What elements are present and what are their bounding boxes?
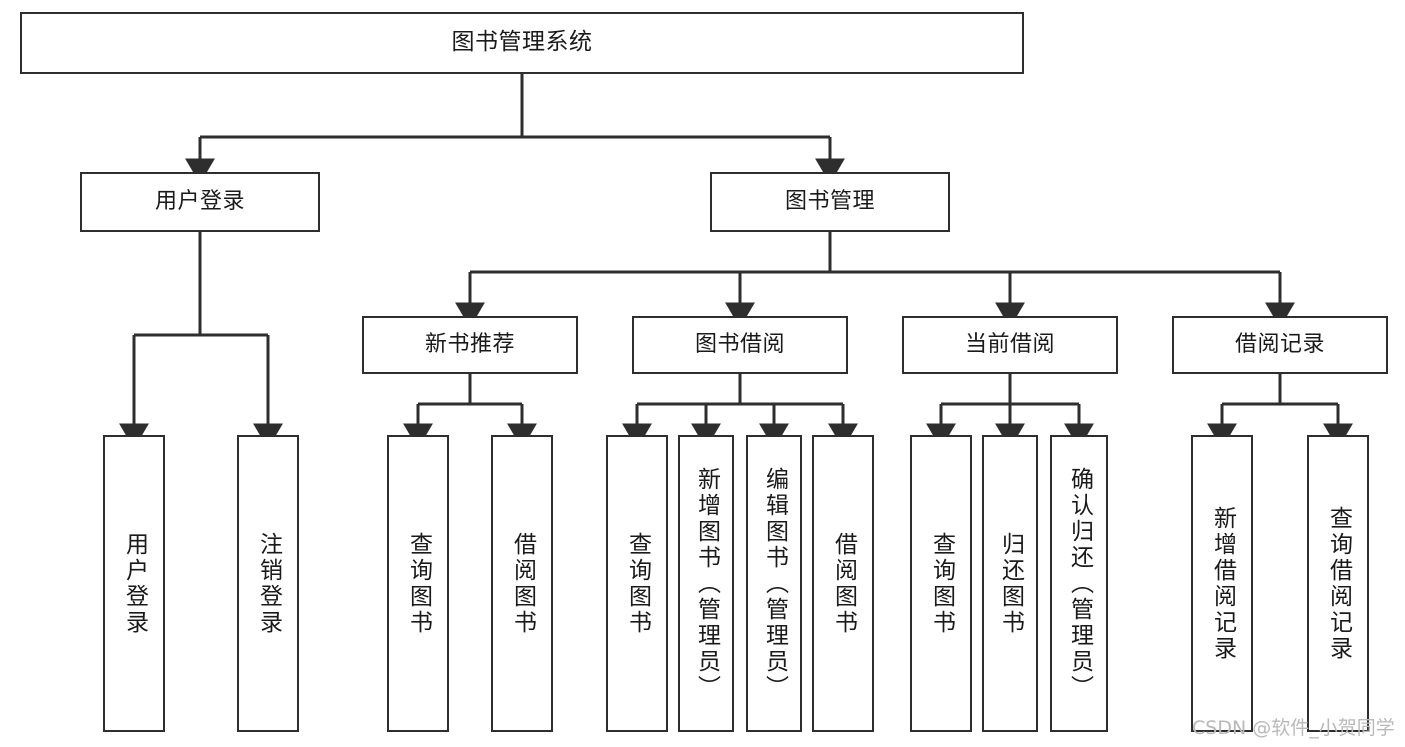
node-borrow-records[interactable]: 借阅记录 — [1172, 316, 1388, 374]
node-label: 查询图书 — [928, 531, 955, 636]
leaf-user-logout[interactable]: 注销登录 — [237, 435, 299, 732]
csdn-watermark: CSDN @软件_小贺同学 — [1192, 717, 1395, 739]
leaf-borrow-book-recommend[interactable]: 借阅图书 — [491, 435, 553, 732]
node-label: 用户登录 — [121, 531, 148, 636]
node-label: 查询图书 — [405, 531, 432, 636]
leaf-query-book-borrow[interactable]: 查询图书 — [606, 435, 668, 732]
node-label: 用户登录 — [154, 188, 245, 214]
leaf-edit-book-admin[interactable]: 编辑图书（管理员） — [746, 435, 802, 732]
leaf-query-borrow-record[interactable]: 查询借阅记录 — [1307, 435, 1369, 732]
leaf-query-book-recommend[interactable]: 查询图书 — [387, 435, 449, 732]
leaf-user-login[interactable]: 用户登录 — [103, 435, 165, 732]
leaf-confirm-return-admin[interactable]: 确认归还（管理员） — [1050, 435, 1108, 732]
node-label: 新书推荐 — [424, 331, 515, 357]
node-label: 图书管理系统 — [451, 29, 593, 56]
node-label: 图书借阅 — [694, 331, 785, 357]
node-user-login[interactable]: 用户登录 — [80, 172, 320, 232]
node-label: 归还图书 — [997, 531, 1024, 636]
leaf-add-book-admin[interactable]: 新增图书（管理员） — [678, 435, 734, 732]
node-current-borrow[interactable]: 当前借阅 — [902, 316, 1118, 374]
leaf-add-borrow-record[interactable]: 新增借阅记录 — [1191, 435, 1253, 732]
node-label: 查询借阅记录 — [1325, 505, 1352, 662]
node-root-system[interactable]: 图书管理系统 — [20, 12, 1024, 74]
node-label: 图书管理 — [784, 188, 875, 214]
leaf-borrow-book[interactable]: 借阅图书 — [812, 435, 874, 732]
node-book-borrow[interactable]: 图书借阅 — [632, 316, 848, 374]
leaf-return-book[interactable]: 归还图书 — [982, 435, 1038, 732]
node-label: 借阅记录 — [1234, 331, 1325, 357]
node-label: 借阅图书 — [830, 531, 857, 636]
node-label: 当前借阅 — [964, 331, 1055, 357]
leaf-query-book-current[interactable]: 查询图书 — [910, 435, 972, 732]
node-label: 注销登录 — [255, 531, 282, 636]
node-label: 确认归还（管理员） — [1066, 466, 1093, 701]
node-label: 查询图书 — [624, 531, 651, 636]
node-new-book-recommend[interactable]: 新书推荐 — [362, 316, 578, 374]
node-label: 借阅图书 — [509, 531, 536, 636]
node-label: 新增借阅记录 — [1209, 505, 1236, 662]
node-label: 新增图书（管理员） — [693, 466, 720, 701]
node-label: 编辑图书（管理员） — [761, 466, 788, 701]
node-book-management[interactable]: 图书管理 — [710, 172, 950, 232]
